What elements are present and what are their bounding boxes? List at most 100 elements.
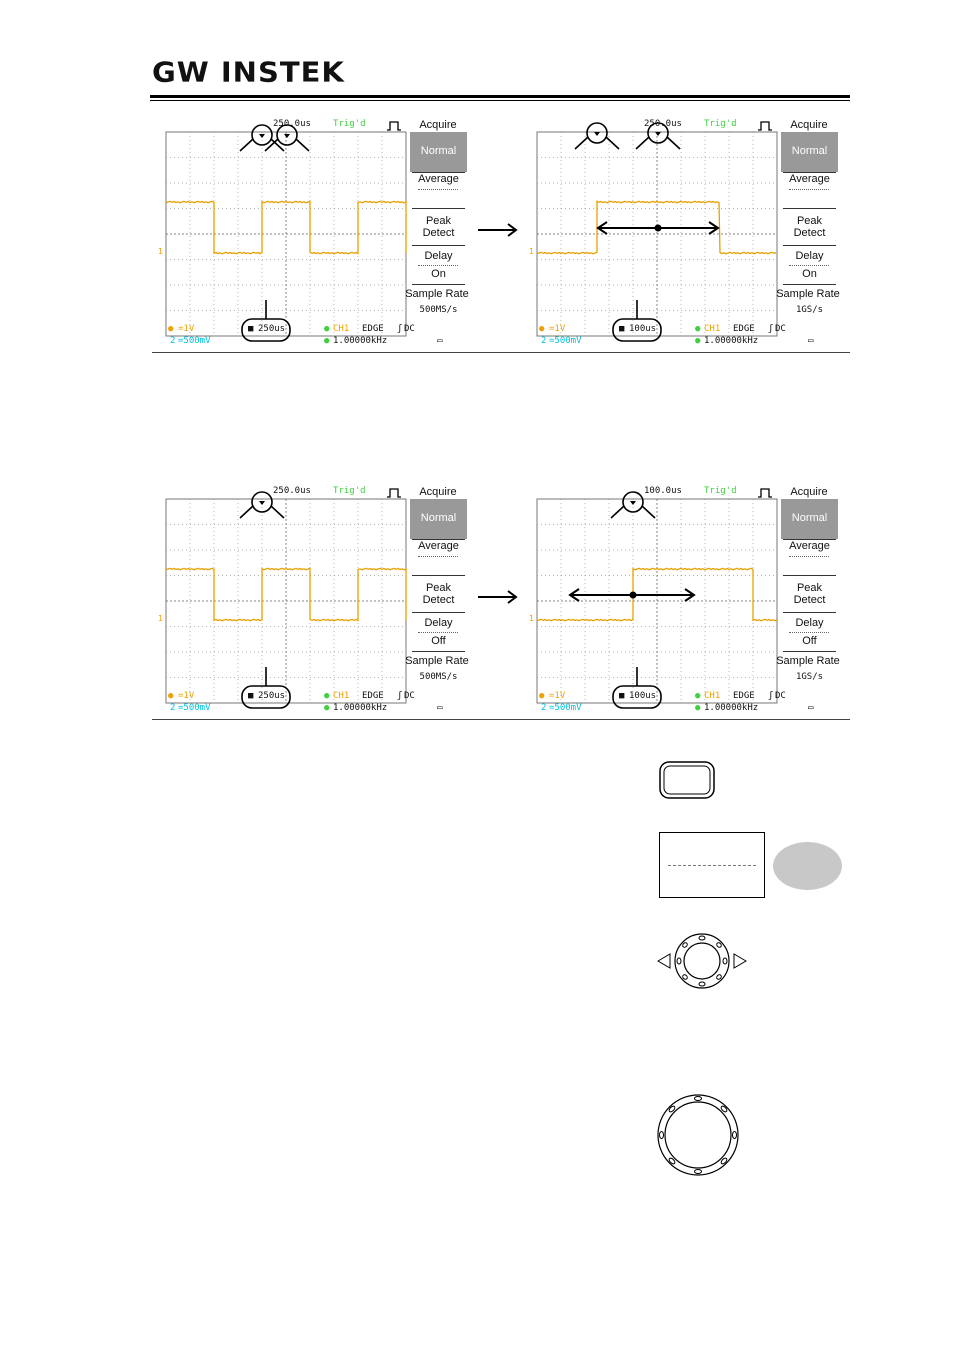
ch2-scale: =500mV [178, 336, 211, 346]
trigger-source-icon: ● [695, 324, 701, 334]
menu-average-button[interactable]: Average [418, 173, 459, 185]
menu-sample-rate-label: Sample Rate [776, 655, 840, 667]
trigger-coupling: DC [404, 691, 415, 701]
frequency-readout: 1.00000kHz [704, 336, 759, 346]
menu-delay-button[interactable]: Delay [795, 617, 824, 629]
menu-sample-rate-value: 500MS/s [419, 305, 458, 315]
menu-divider [783, 575, 836, 576]
menu-peak-detect-label: Detect [793, 594, 826, 606]
width-arrow [596, 221, 720, 235]
menu-average-button[interactable]: Average [789, 173, 830, 185]
softkey-icon[interactable] [659, 832, 765, 898]
usb-icon: ▭ [437, 703, 443, 713]
menu-divider [783, 208, 836, 209]
graticule: 1 [529, 491, 778, 709]
ch1-waveform [165, 567, 407, 622]
timebase-callout [241, 667, 291, 709]
graticule: 1 [158, 491, 407, 709]
menu-dotted-line [789, 189, 829, 190]
trigger-type: EDGE [733, 691, 755, 701]
menu-delay-button[interactable]: Delay [424, 617, 453, 629]
menu-dotted-line [418, 189, 458, 190]
edge-slope-icon: ʃ [397, 691, 403, 701]
menu-peak-detect-button[interactable]: Peak [796, 215, 823, 227]
figure-divider [152, 719, 850, 720]
pulse-trigger-icon [387, 488, 401, 498]
ch1-waveform [536, 567, 778, 622]
menu-divider [412, 651, 465, 652]
menu-delay-state: Off [431, 635, 446, 647]
acquire-button-icon[interactable] [659, 760, 715, 800]
trigger-source: CH1 [704, 691, 721, 701]
trigger-source-icon: ● [324, 691, 330, 701]
timebase-value: 100us [629, 324, 657, 334]
ch1-icon: ● [168, 324, 174, 334]
menu-delay-state: On [802, 268, 817, 280]
softkey-button-icon[interactable] [773, 842, 842, 890]
ch1-icon: ● [539, 324, 545, 334]
ch1-ground-marker: 1 [158, 614, 163, 623]
ch2-icon: 2 [170, 336, 176, 346]
menu-average-button[interactable]: Average [789, 540, 830, 552]
delay-readout: 250.0us [273, 486, 311, 496]
delay-readout: 250.0us [273, 119, 311, 129]
menu-divider [412, 539, 465, 540]
menu-normal-button[interactable]: Normal [410, 499, 467, 539]
menu-divider [783, 539, 836, 540]
pulse-trigger-icon [758, 488, 772, 498]
menu-delay-state: Off [802, 635, 817, 647]
menu-title: Acquire [419, 486, 457, 498]
menu-peak-detect-label: Detect [422, 227, 455, 239]
usb-icon: ▭ [437, 336, 443, 346]
timebase-knob-icon[interactable] [656, 1093, 740, 1177]
ch1-scale: =1V [549, 324, 566, 334]
frequency-readout: 1.00000kHz [704, 703, 759, 713]
menu-dotted-line [789, 556, 829, 557]
menu-sample-rate-label: Sample Rate [776, 288, 840, 300]
delay-readout: 100.0us [644, 486, 682, 496]
menu-divider [783, 651, 836, 652]
frequency-readout: 1.00000kHz [333, 336, 388, 346]
menu-sample-rate-label: Sample Rate [405, 288, 469, 300]
menu-average-button[interactable]: Average [418, 540, 459, 552]
graticule: 1 [158, 124, 407, 342]
timebase-value: 250us [258, 324, 286, 334]
ch1-scale: =1V [178, 324, 195, 334]
timebase-icon: ■ [248, 691, 254, 701]
delay-readout: 250.0us [644, 119, 682, 129]
menu-title: Acquire [419, 119, 457, 131]
menu-dotted-line [789, 265, 829, 266]
menu-peak-detect-button[interactable]: Peak [425, 582, 452, 594]
edge-slope-icon: ʃ [397, 324, 403, 334]
menu-normal-button[interactable]: Normal [781, 499, 838, 539]
menu-sample-rate-value: 1GS/s [795, 305, 824, 315]
brand-logo: GW INSTEK [152, 55, 345, 89]
menu-divider [412, 172, 465, 173]
trigger-status: Trig'd [333, 119, 366, 129]
menu-normal-button[interactable]: Normal [410, 132, 467, 172]
horizontal-position-knob-icon[interactable] [656, 932, 748, 990]
menu-normal-button[interactable]: Normal [781, 132, 838, 172]
menu-divider [783, 245, 836, 246]
menu-dotted-line [418, 632, 458, 633]
menu-divider [783, 172, 836, 173]
menu-delay-button[interactable]: Delay [424, 250, 453, 262]
ch2-icon: 2 [541, 703, 547, 713]
trigger-type: EDGE [362, 324, 384, 334]
menu-dotted-line [789, 632, 829, 633]
ch2-scale: =500mV [549, 336, 582, 346]
menu-sample-rate-value: 500MS/s [419, 672, 458, 682]
menu-peak-detect-label: Detect [422, 594, 455, 606]
trigger-coupling: DC [775, 691, 786, 701]
menu-peak-detect-button[interactable]: Peak [425, 215, 452, 227]
trigger-type: EDGE [362, 691, 384, 701]
menu-delay-button[interactable]: Delay [795, 250, 824, 262]
ch1-scale: =1V [549, 691, 566, 701]
menu-peak-detect-button[interactable]: Peak [796, 582, 823, 594]
timebase-callout [612, 300, 662, 342]
callout-circle [239, 491, 285, 519]
